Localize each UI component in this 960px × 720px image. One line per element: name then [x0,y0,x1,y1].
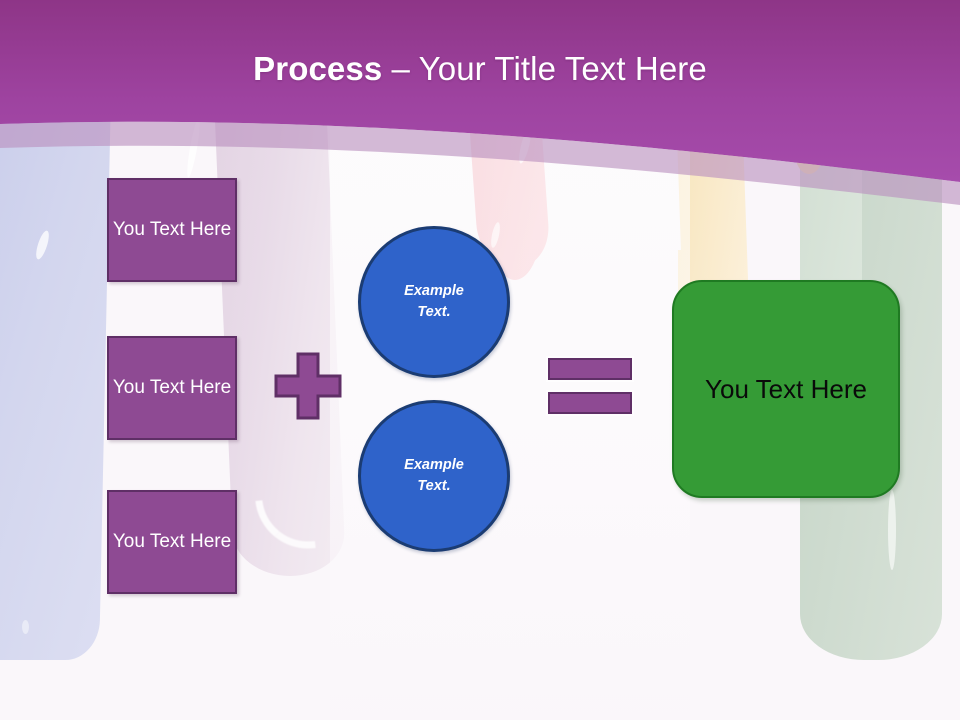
example-circle-1-line2: Text. [417,304,451,320]
input-box-3-label: You Text Here [112,531,232,553]
equals-gap [548,380,632,392]
result-box-label: You Text Here [705,373,867,404]
page-title-bold: Process [253,50,383,87]
page-title: Process – Your Title Text Here [0,50,960,88]
input-box-1-label: You Text Here [112,219,232,241]
plus-sign-shape [274,352,342,420]
sage-drip-highlight [888,490,896,570]
plus-sign-icon [274,352,342,420]
result-box[interactable]: You Text Here [672,280,900,498]
example-circle-2-line2: Text. [417,478,451,494]
example-circle-1[interactable]: Example Text. [358,226,510,378]
equals-bar-bottom [548,392,632,414]
equals-sign-icon [548,358,632,414]
input-box-1[interactable]: You Text Here [107,178,237,282]
title-banner [0,0,960,230]
banner-shape [0,0,960,205]
example-circle-2-line1: Example [404,456,464,473]
input-box-3[interactable]: You Text Here [107,490,237,594]
input-box-2-label: You Text Here [112,377,232,399]
page-title-rest: – Your Title Text Here [382,50,707,87]
equals-bar-top [548,358,632,380]
example-circle-1-line1: Example [404,282,464,299]
input-box-2[interactable]: You Text Here [107,336,237,440]
lavender-drip-highlight-2 [22,620,29,634]
example-circle-2[interactable]: Example Text. [358,400,510,552]
